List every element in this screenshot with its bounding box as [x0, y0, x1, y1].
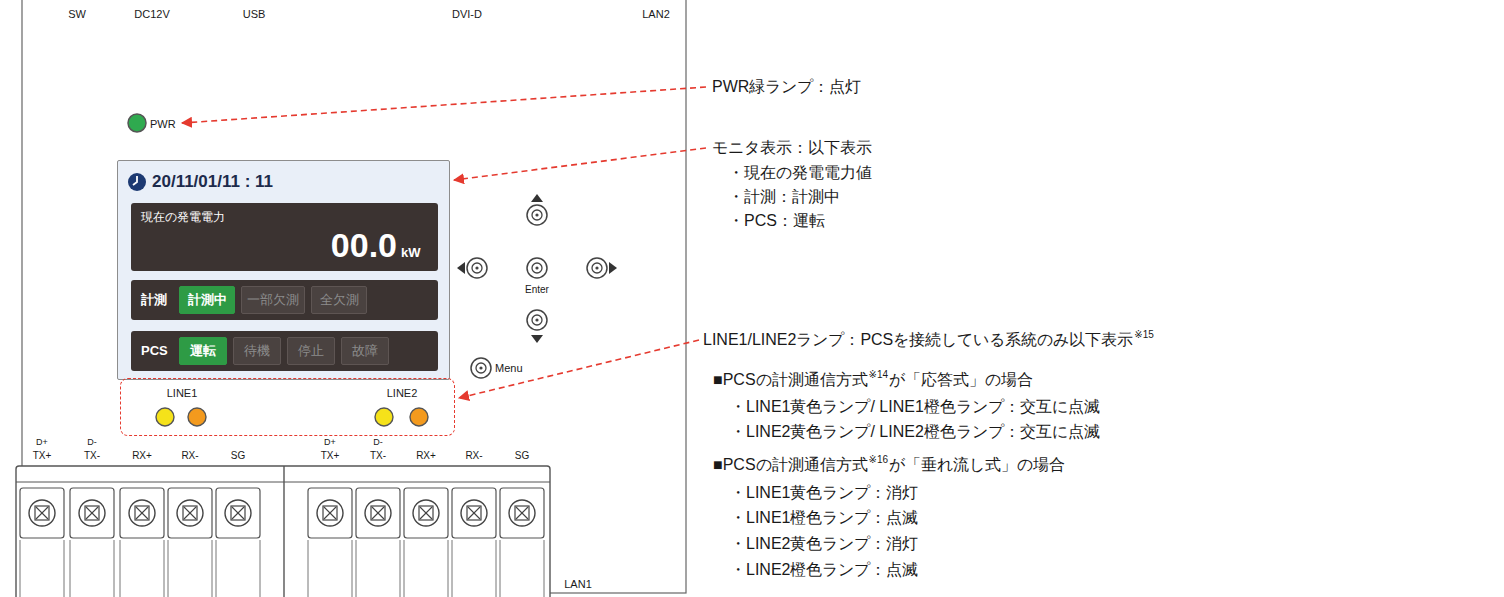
button-text: 待機: [244, 344, 270, 358]
node-text: LINE1: [167, 387, 198, 399]
part-label: LAN2: [642, 8, 670, 20]
part-label: TX-: [370, 450, 386, 461]
screw-terminal: [120, 488, 164, 597]
button-text: 一部欠測: [247, 293, 299, 307]
part-label: DC12V: [134, 8, 169, 20]
annotation-text: ※16: [869, 454, 889, 465]
part-label: RX-: [181, 450, 198, 461]
part-label: DVI-D: [452, 8, 482, 20]
terminal-block: [16, 466, 550, 597]
annotation-text: ・LINE1黄色ランプ：消灯: [730, 484, 918, 502]
power-panel: 現在の発電電力 00.0 kW: [131, 203, 438, 271]
status-row: 計測 計測中 一部欠測 全欠測: [131, 280, 438, 320]
annotation-text: ・PCS：運転: [728, 212, 825, 230]
node-text: kW: [401, 246, 421, 260]
part-label: RX+: [416, 450, 436, 461]
status-button-inactive: 一部欠測: [241, 286, 305, 314]
annotation-text: ・LINE2黄色ランプ/ LINE2橙色ランプ：交互に点滅: [730, 423, 1100, 441]
button-text: 全欠測: [320, 293, 359, 307]
screw-terminal: [216, 488, 260, 597]
line-lamps: [156, 408, 428, 426]
node-text: 00.0: [331, 227, 397, 264]
part-label: D-: [373, 438, 383, 448]
annotation-text: ・計測：計測中: [728, 188, 840, 206]
annotation-text: ・現在の発電電力値: [728, 164, 872, 182]
status-button-inactive: 故障: [341, 337, 389, 365]
part-label: LAN1: [564, 578, 592, 590]
button-text: 運転: [190, 344, 216, 358]
annotation-text: PWR緑ランプ：点灯: [712, 78, 861, 96]
part-label: RX+: [132, 450, 152, 461]
annotation-text: ・LINE1橙色ランプ：点滅: [730, 509, 918, 527]
annotation-text: モニタ表示：以下表示: [712, 139, 872, 157]
screw-terminal: [452, 488, 496, 597]
screw-terminal: [20, 488, 64, 597]
part-label: TX+: [33, 450, 52, 461]
nav-buttons: [457, 194, 617, 378]
status-button-inactive: 全欠測: [311, 286, 367, 314]
node-text: 現在の発電電力: [141, 211, 225, 224]
screw-terminal: [70, 488, 114, 597]
part-label: SW: [68, 8, 86, 20]
annotation-text: ■PCSの計測通信方式: [713, 371, 868, 389]
part-label: Menu: [495, 362, 523, 374]
annotation-text: が「応答式」の場合: [889, 371, 1033, 389]
part-label: Enter: [525, 284, 549, 295]
part-label: SG: [231, 450, 245, 461]
lamp-group: LINE1 LINE2: [120, 378, 455, 436]
part-label: TX-: [84, 450, 100, 461]
part-label: RX-: [465, 450, 482, 461]
annotation-text: ・LINE2黄色ランプ：消灯: [730, 535, 918, 553]
annotation-text: ※15: [1134, 329, 1154, 340]
status-row: PCS 運転 待機 停止 故障: [131, 331, 438, 371]
node-text: 計測: [141, 293, 167, 307]
part-label: SG: [515, 450, 529, 461]
annotation-text: ■PCSの計測通信方式: [713, 456, 868, 474]
part-label: USB: [243, 8, 266, 20]
part-label: PWR: [150, 118, 176, 130]
part-label: D+: [36, 438, 48, 448]
screw-terminal: [404, 488, 448, 597]
part-label: D-: [87, 438, 97, 448]
screw-terminal: [500, 488, 544, 597]
clock-icon: [127, 172, 147, 192]
annotation-text: LINE1/LINE2ランプ：PCSを接続している系統のみ以下表示: [703, 331, 1133, 349]
button-text: 故障: [352, 344, 378, 358]
annotation-text: ・LINE1黄色ランプ/ LINE1橙色ランプ：交互に点滅: [730, 398, 1100, 416]
part-label: D+: [324, 438, 336, 448]
annotation-text: が「垂れ流し式」の場合: [889, 456, 1065, 474]
status-button-active: 運転: [179, 337, 227, 365]
screw-terminal: [168, 488, 212, 597]
part-label: TX+: [321, 450, 340, 461]
node-text: PCS: [141, 344, 168, 358]
annotation-text: ・LINE2橙色ランプ：点滅: [730, 561, 918, 579]
screw-terminal: [308, 488, 352, 597]
node-text: LINE2: [387, 387, 418, 399]
status-button-active: 計測中: [179, 286, 235, 314]
status-button-inactive: 待機: [233, 337, 281, 365]
monitor-screen: 20/11/01/11 : 11 現在の発電電力 00.0 kW 計測 計測中 一部欠測 全欠…: [117, 160, 450, 380]
annotation-text: ※14: [869, 369, 889, 380]
pwr-lamp: [128, 114, 146, 132]
node-text: 20/11/01/11 : 11: [152, 173, 273, 192]
status-button-inactive: 停止: [287, 337, 335, 365]
screw-terminal: [356, 488, 400, 597]
button-text: 停止: [298, 344, 324, 358]
button-text: 計測中: [188, 293, 227, 307]
